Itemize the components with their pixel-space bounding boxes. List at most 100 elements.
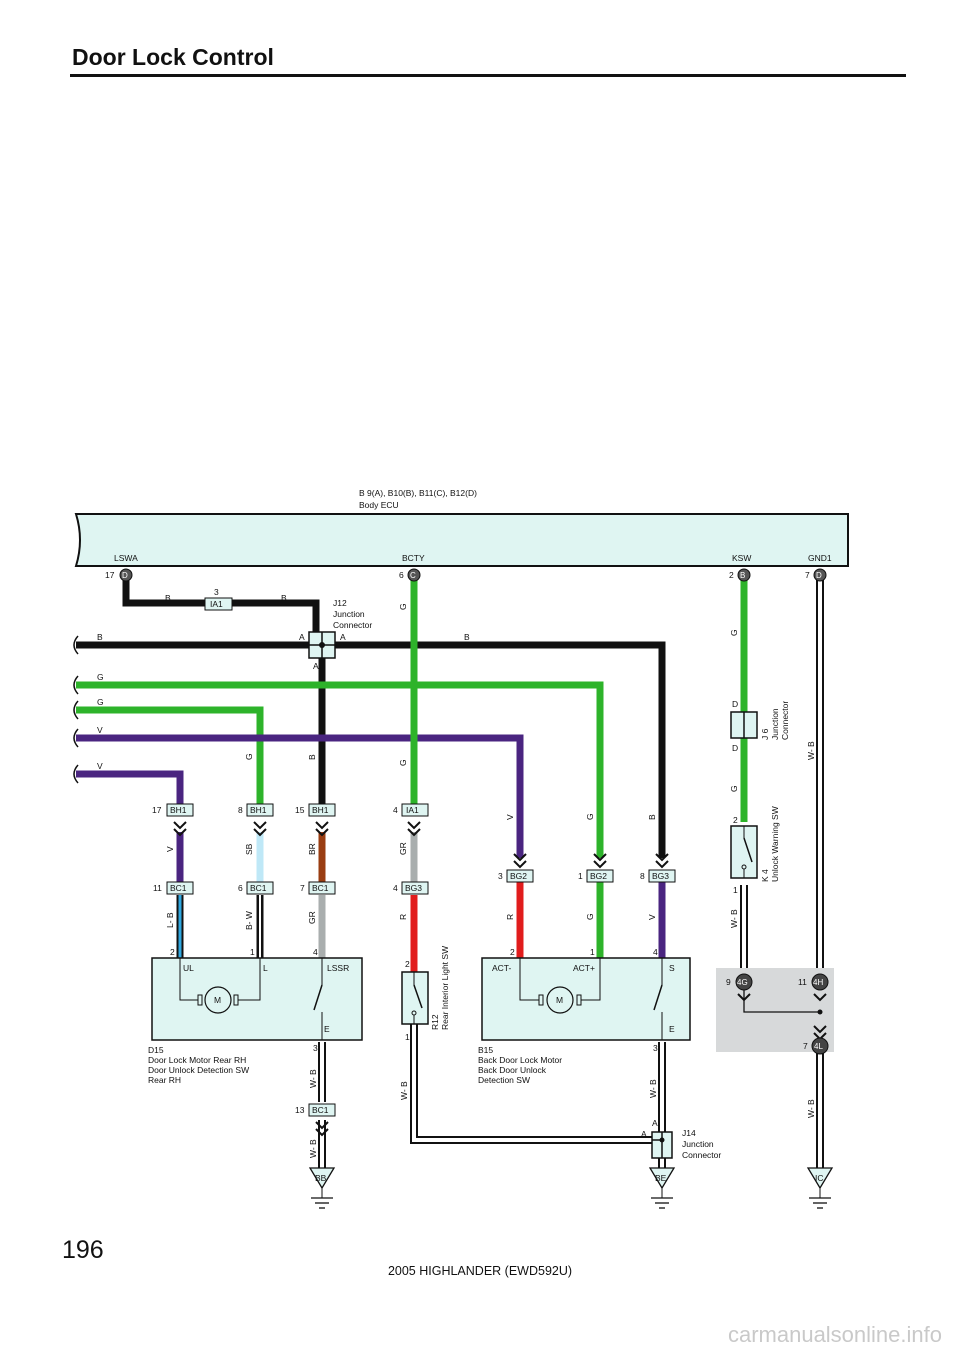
wire-bus-v2 bbox=[76, 770, 184, 812]
ecu-term-bcty: BCTY bbox=[402, 553, 425, 563]
ecu-term-lswa: LSWA bbox=[114, 553, 138, 563]
connector-4h-name: 4H bbox=[813, 978, 823, 987]
page-title: Door Lock Control bbox=[72, 44, 274, 70]
wire-label-b-drop: B bbox=[307, 754, 317, 760]
body-ecu bbox=[74, 513, 849, 567]
j6-pin-bottom: D bbox=[732, 743, 738, 753]
j6-label-3: Connector bbox=[780, 701, 790, 740]
ecu-pin-bcty-connector: C bbox=[410, 571, 416, 580]
d15-pin-l: 1 bbox=[250, 947, 255, 957]
connector-bc1-7: BC1 7 bbox=[300, 881, 336, 895]
connector-bc1-7-pin: 7 bbox=[300, 883, 305, 893]
lower-wire-label-5: R bbox=[505, 914, 515, 920]
j14-label-1: J14 bbox=[682, 1128, 696, 1138]
connector-4g-name: 4G bbox=[737, 978, 748, 987]
left-wire-ends bbox=[73, 635, 79, 784]
connector-4l: 4L 7 bbox=[803, 1025, 829, 1055]
connector-4h-pin: 11 bbox=[798, 977, 807, 987]
connector-bg3-8-name: BG3 bbox=[652, 871, 669, 881]
j14-pin-left: A bbox=[641, 1129, 647, 1139]
d15-ref: D15 bbox=[148, 1045, 164, 1055]
b15-line1: Back Door Lock Motor bbox=[478, 1055, 562, 1065]
watermark: carmanualsonline.info bbox=[727, 1322, 942, 1347]
bus-label-b: B bbox=[97, 632, 103, 642]
connector-ia1-top: IA1 3 bbox=[204, 587, 233, 611]
d15-term-l: L bbox=[263, 963, 268, 973]
upper-wire-label-2: SB bbox=[244, 843, 254, 855]
r12-ref: R12 bbox=[430, 1014, 440, 1030]
ecu-pin-bcty: C 6 bbox=[399, 568, 421, 582]
wire-label-bcty-g: G bbox=[398, 603, 408, 610]
connector-bc1-13: BC1 13 bbox=[295, 1103, 336, 1137]
wire-bus-b bbox=[76, 641, 666, 858]
ground-wire-label-5: W- B bbox=[729, 909, 739, 928]
ecu-pin-gnd1-number: 7 bbox=[805, 570, 810, 580]
ground-bb bbox=[308, 1167, 336, 1209]
ecu-pin-bcty-number: 6 bbox=[399, 570, 404, 580]
wire-label-bcty-g2: G bbox=[398, 759, 408, 766]
j12-label-1: J12 bbox=[333, 598, 347, 608]
b15-term-s: S bbox=[669, 963, 675, 973]
bus-label-v2: V bbox=[97, 761, 103, 771]
lower-wire-label-1: L- B bbox=[165, 912, 175, 928]
connector-bg3-8-pin: 8 bbox=[640, 871, 645, 881]
connector-bg2-1: BG2 1 bbox=[578, 853, 614, 883]
connector-bc1-6: BC1 6 bbox=[238, 881, 274, 895]
connector-bg2-3-pin: 3 bbox=[498, 871, 503, 881]
wire-wb-r12 bbox=[410, 1024, 652, 1144]
connector-ia1-4: IA1 4 bbox=[393, 803, 429, 837]
d15-line2: Door Unlock Detection SW bbox=[148, 1065, 249, 1075]
k4-pin-top: 2 bbox=[733, 815, 738, 825]
bus-label-g2: G bbox=[97, 697, 104, 707]
wire-bus-g2 bbox=[76, 706, 264, 812]
b15-pin-actp: 1 bbox=[590, 947, 595, 957]
d15-pin-lssr: 4 bbox=[313, 947, 318, 957]
upper-wire-label-3: BR bbox=[307, 843, 317, 855]
r12-name: Rear Interior Light SW bbox=[440, 946, 450, 1030]
j12-pin-bottom: A bbox=[313, 661, 319, 671]
b15-motor: M bbox=[556, 995, 563, 1005]
connector-bc1-11-name: BC1 bbox=[170, 883, 187, 893]
connector-bh1-8: BH1 8 bbox=[238, 803, 274, 837]
d15-term-e: E bbox=[324, 1024, 330, 1034]
upper-wire-label-6: G bbox=[585, 813, 595, 820]
connector-4g-pin: 9 bbox=[726, 977, 731, 987]
component-k4 bbox=[730, 825, 758, 879]
footer-text: 2005 HIGHLANDER (EWD592U) bbox=[387, 1264, 573, 1278]
ecu-pin-gnd1: D 7 bbox=[805, 568, 827, 582]
d15-line3: Rear RH bbox=[148, 1075, 181, 1085]
connector-ia1-top-name: IA1 bbox=[210, 599, 223, 609]
component-b15 bbox=[481, 957, 691, 1041]
ecu-pin-ksw: B 2 bbox=[729, 568, 751, 582]
j14-label-2: Junction bbox=[682, 1139, 714, 1149]
ecu-title-line1: B 9(A), B10(B), B11(C), B12(D) bbox=[359, 488, 477, 498]
d15-line1: Door Lock Motor Rear RH bbox=[148, 1055, 246, 1065]
wire-label-j6-g: G bbox=[729, 785, 739, 792]
b15-line2: Back Door Unlock bbox=[478, 1065, 547, 1075]
connector-bc1-6-name: BC1 bbox=[250, 883, 267, 893]
connector-bc1-11: BC1 11 bbox=[153, 881, 194, 895]
r12-pin-bottom: 1 bbox=[405, 1032, 410, 1042]
j12-label-3: Connector bbox=[333, 620, 372, 630]
connector-bg3-8: BG3 8 bbox=[640, 853, 676, 883]
j14-label-3: Connector bbox=[682, 1150, 721, 1160]
b15-ref: B15 bbox=[478, 1045, 493, 1055]
k4-name: Unlock Warning SW bbox=[770, 806, 780, 882]
component-r12 bbox=[401, 971, 429, 1025]
upper-wire-label-5: V bbox=[505, 814, 515, 820]
ecu-term-ksw: KSW bbox=[732, 553, 751, 563]
k4-ref: K 4 bbox=[760, 869, 770, 882]
wire-label-top-b-right: B bbox=[281, 593, 287, 603]
j6-pin-top: D bbox=[732, 699, 738, 709]
connector-bg2-3: BG2 3 bbox=[498, 853, 534, 883]
b15-term-actm: ACT- bbox=[492, 963, 512, 973]
connector-4l-name: 4L bbox=[814, 1042, 823, 1051]
j12-pin-left: A bbox=[299, 632, 305, 642]
connector-4l-pin: 7 bbox=[803, 1041, 808, 1051]
wire-bus-g1 bbox=[76, 681, 604, 858]
connector-bg3-4-pin: 4 bbox=[393, 883, 398, 893]
connector-bh1-8-pin: 8 bbox=[238, 805, 243, 815]
connector-bc1-13-pin: 13 bbox=[295, 1105, 305, 1115]
connector-bc1-7-name: BC1 bbox=[312, 883, 329, 893]
